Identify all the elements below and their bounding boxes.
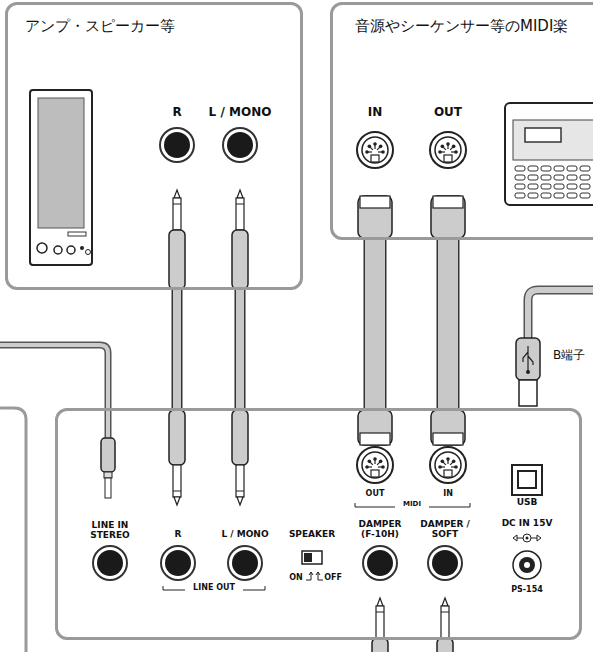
cable	[177, 289, 178, 409]
port-label: PS-154	[502, 586, 552, 595]
cable	[375, 239, 376, 409]
usb-port	[512, 465, 542, 495]
side-box	[0, 408, 26, 652]
port-label: OUT	[360, 490, 390, 499]
cable	[240, 289, 241, 409]
midi-plug	[431, 196, 465, 238]
speaker-switch	[302, 551, 323, 580]
port-label: ON	[287, 574, 305, 583]
midi-socket	[357, 447, 393, 483]
sequencer	[505, 103, 593, 205]
box-title: アンプ・スピーカー等	[25, 18, 175, 35]
sequencer-keys	[515, 166, 590, 198]
port-label: R	[162, 106, 192, 119]
midi-plug	[358, 410, 392, 445]
port-label: IN	[360, 106, 390, 119]
amplifier	[30, 90, 92, 265]
port-label: DC IN 15V	[495, 519, 559, 529]
dc-jack	[513, 534, 541, 579]
port-label: DAMPER / SOFT	[417, 520, 473, 540]
phone-jack	[228, 546, 262, 580]
port-label: L / MONO	[203, 106, 277, 119]
midi-socket	[430, 132, 466, 168]
phone-plug	[437, 598, 453, 652]
device-box: アンプ・スピーカー等 R L / MONO	[5, 2, 303, 290]
midi-plug	[358, 196, 392, 238]
phone-plug	[169, 410, 185, 505]
port-label: OFF	[321, 574, 345, 583]
port-label: LINE IN STEREO	[80, 521, 140, 541]
cable	[448, 239, 449, 409]
port-label: LINE OUT	[185, 584, 243, 593]
port-label: SPEAKER	[282, 530, 342, 540]
midi-socket	[357, 132, 393, 168]
port-label: MIDI	[395, 501, 429, 509]
device-box: 音源やシーケンサー等のMIDI楽 IN OUT	[330, 2, 593, 240]
box-title: 音源やシーケンサー等のMIDI楽	[355, 18, 568, 35]
midi-socket	[430, 447, 466, 483]
usb-cable	[516, 290, 593, 406]
phone-jack	[160, 128, 194, 162]
port-label: R	[168, 530, 188, 540]
midi-plug	[431, 410, 465, 445]
phone-plug	[372, 598, 388, 652]
phone-jack	[363, 546, 397, 580]
instrument-panel: LINE IN STEREO R L / MONO LINE OUT SPEAKER ON…	[55, 408, 582, 640]
port-label: OUT	[428, 106, 468, 119]
port-label: USB	[512, 498, 542, 508]
phone-plug	[232, 410, 248, 505]
port-label: DAMPER (F-10H)	[352, 520, 408, 540]
port-label: L / MONO	[213, 530, 277, 540]
phone-jack	[428, 546, 462, 580]
phone-plug	[232, 190, 248, 289]
phone-jack	[161, 546, 195, 580]
connector-label: B端子	[553, 349, 585, 362]
phone-jack	[93, 546, 127, 580]
phone-jack	[223, 128, 257, 162]
port-label: IN	[433, 490, 463, 499]
phone-plug	[169, 190, 185, 289]
